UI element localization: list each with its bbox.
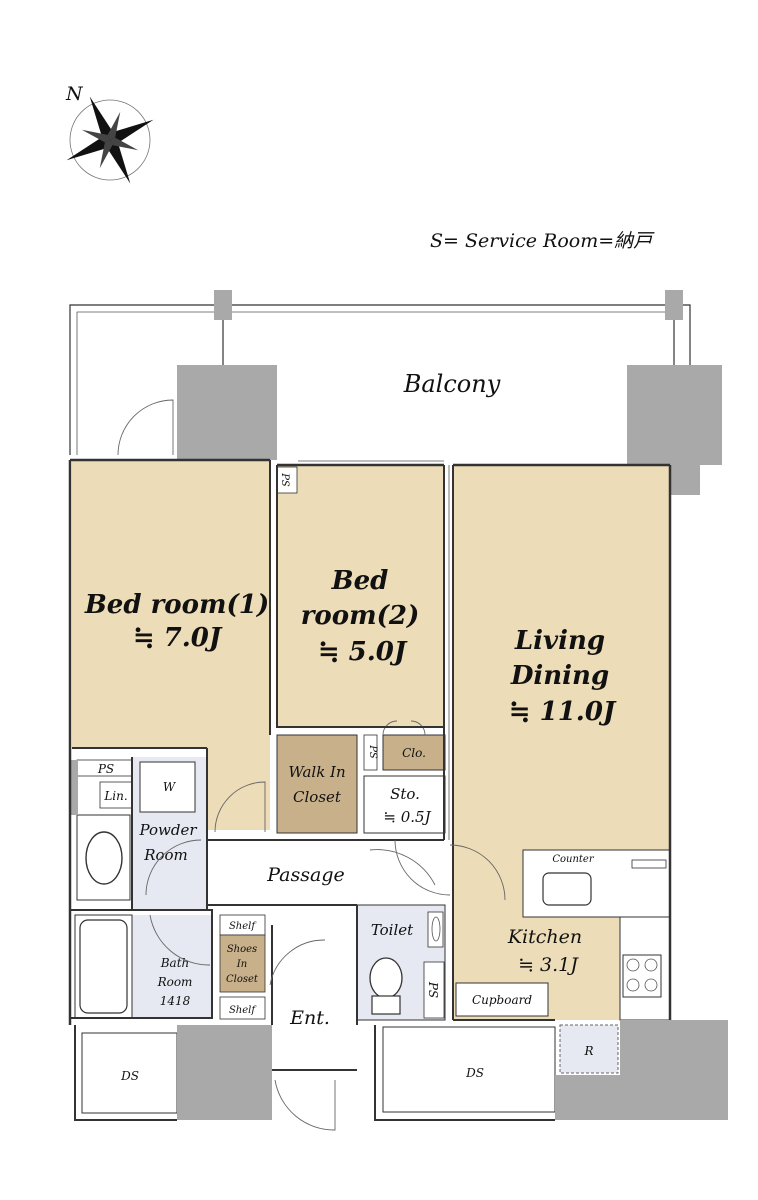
bath-room <box>130 915 212 1018</box>
bedroom-1-name: Bed room(1) <box>84 590 269 620</box>
column-post <box>665 290 683 320</box>
cupboard-label: Cupboard <box>472 993 532 1007</box>
passage-label: Passage <box>266 864 345 886</box>
sink-icon <box>542 872 592 906</box>
living-dining <box>453 465 670 850</box>
storage-size: ≒ 0.5J <box>383 808 431 826</box>
counter-label: Counter <box>552 854 594 865</box>
bath-label-2: Room <box>157 975 193 989</box>
powder-label-1: Powder <box>138 821 197 839</box>
shoes-label-1: Shoes <box>227 944 257 955</box>
shoes-in-closet <box>219 934 266 993</box>
compass-north-label: N <box>65 83 84 105</box>
clo-label: Clo. <box>402 746 426 760</box>
bedroom-2-name-1: Bed <box>331 566 389 596</box>
stove-icon <box>622 954 662 998</box>
kitchen-size: ≒ 3.1J <box>518 954 579 976</box>
storage-label: Sto. <box>390 785 420 803</box>
structural-column <box>177 1025 272 1120</box>
ps-label: PS <box>426 981 440 998</box>
bath-label-1: Bath <box>160 956 190 970</box>
structural-column <box>177 365 277 460</box>
structural-column <box>620 1020 728 1120</box>
shelf-label: Shelf <box>229 1005 257 1016</box>
bedroom-2-size: ≒ 5.0J <box>318 637 408 667</box>
ps-label: PS <box>367 744 378 759</box>
bedroom-1-size: ≒ 7.0J <box>133 623 223 653</box>
w-label: W <box>163 780 177 794</box>
refrigerator-label: R <box>583 1044 593 1058</box>
cupboard <box>455 982 549 1017</box>
ps-label: PS <box>97 762 114 776</box>
walk-in-closet <box>276 734 358 834</box>
balcony-label: Balcony <box>403 370 501 398</box>
washing-machine <box>139 761 196 813</box>
entrance-label: Ent. <box>289 1007 330 1029</box>
powder-label-2: Room <box>143 846 188 864</box>
shoes-label-2: In <box>236 959 247 970</box>
storage <box>363 775 446 834</box>
living-label-1: Living <box>514 626 605 656</box>
column-post <box>214 290 232 320</box>
lin-label: Lin. <box>103 789 127 803</box>
compass-rose-icon <box>66 96 154 184</box>
living-label-2: Dining <box>510 661 609 691</box>
shoes-label-3: Closet <box>226 974 259 985</box>
ps-label: PS <box>279 472 290 487</box>
bedroom-2 <box>277 465 444 727</box>
passage <box>207 840 444 905</box>
bedroom-2-name-2: room(2) <box>301 601 420 631</box>
ds-label: DS <box>120 1069 139 1083</box>
walk-in-label-1: Walk In <box>288 763 345 781</box>
duct-space-right <box>382 1026 556 1113</box>
toilet-label: Toilet <box>371 921 414 939</box>
toilet-icon <box>369 957 403 1015</box>
refrigerator <box>559 1024 619 1074</box>
shelf-label: Shelf <box>229 921 257 932</box>
legend-text: S= Service Room=納戸 <box>430 230 655 252</box>
kitchen-label: Kitchen <box>507 926 582 948</box>
structural-column <box>627 365 722 465</box>
bath-label-3: 1418 <box>160 994 191 1008</box>
closet <box>382 734 446 771</box>
living-size: ≒ 11.0J <box>509 697 617 727</box>
bathtub <box>79 919 128 1014</box>
walk-in-label-2: Closet <box>293 788 342 806</box>
ds-label: DS <box>465 1066 484 1080</box>
